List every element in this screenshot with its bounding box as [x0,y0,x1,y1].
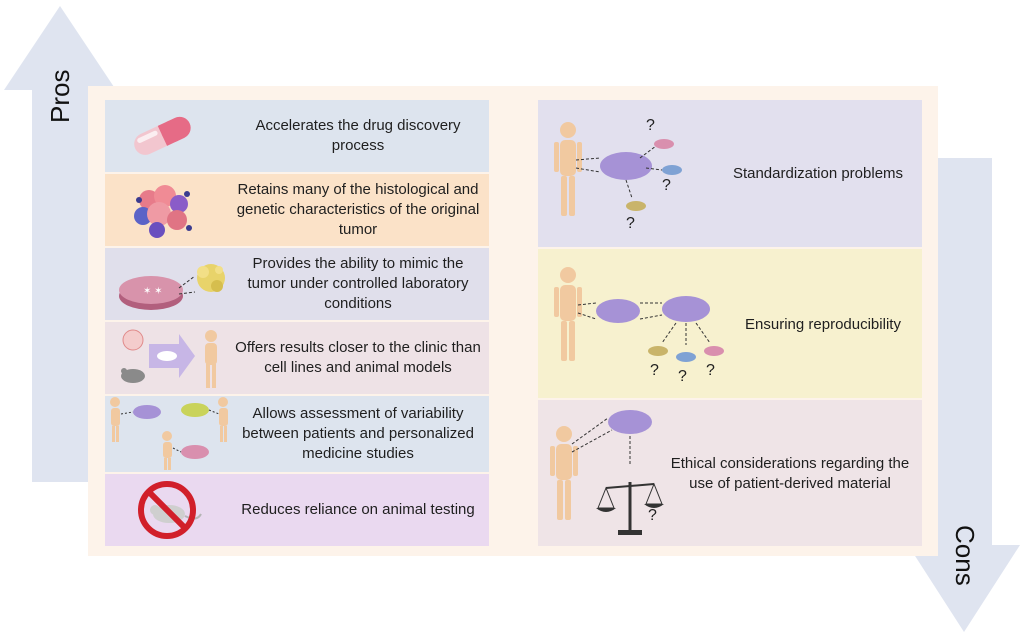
pros-row-5: Allows assessment of variability between… [105,396,489,472]
pros-row-1: Accelerates the drug discovery process [105,100,489,172]
tumor-cell-cluster-icon [134,185,192,238]
patient-dish-reproducibility-icon [554,267,724,362]
no-animal-testing-icon [138,481,202,539]
cons-row-2: ? ? ? Ensuring reproducibility [538,249,922,398]
pill-capsule-icon [134,116,191,155]
cons-row-3-qmark: ? [648,507,657,524]
svg-text:✶ ✶: ✶ ✶ [143,286,163,297]
pros-label: Pros [45,69,75,123]
pros-row-3-text: Provides the ability to mimic the tumor … [247,255,469,312]
pros-row-4: Offers results closer to the clinic than… [105,322,489,394]
cons-row-2-text: Ensuring reproducibility [745,316,901,333]
pros-row-2: Retains many of the histological and gen… [105,174,489,246]
cons-row-2-qmark-b: ? [678,368,687,385]
cons-row-3: ? Ethical considerations regarding the u… [538,400,922,546]
pros-row-6: Reduces reliance on animal testing [105,474,489,546]
cons-row-1-qmark-c: ? [626,215,635,232]
cons-row-3-text: Ethical considerations regarding the use… [670,455,910,492]
pros-row-5-text: Allows assessment of variability between… [242,405,474,462]
pros-row-4-text: Offers results closer to the clinic than… [235,339,481,376]
cons-row-1: ? ? ? Standardization problems [538,100,922,247]
cons-row-1-qmark-a: ? [646,117,655,134]
pros-row-6-text: Reduces reliance on animal testing [241,501,475,518]
petri-dish-organoid-icon: ✶ ✶ [119,264,225,310]
pros-row-2-text: Retains many of the histological and gen… [236,181,480,238]
cons-row-1-qmark-b: ? [662,177,671,194]
cons-row-1-text: Standardization problems [732,165,904,182]
patient-dish-question-icon [554,122,682,216]
cons-label: Cons [950,525,980,586]
pros-row-1-text: Accelerates the drug discovery process [255,117,461,154]
cons-row-2-qmark-a: ? [650,362,659,379]
models-to-patient-icon [121,329,217,388]
pros-row-3: ✶ ✶ Provides the ability to mimic the tu… [105,248,489,320]
cons-row-2-qmark-c: ? [706,362,715,379]
patient-scale-ethics-icon [550,410,664,535]
multiple-patients-icon [110,397,228,470]
